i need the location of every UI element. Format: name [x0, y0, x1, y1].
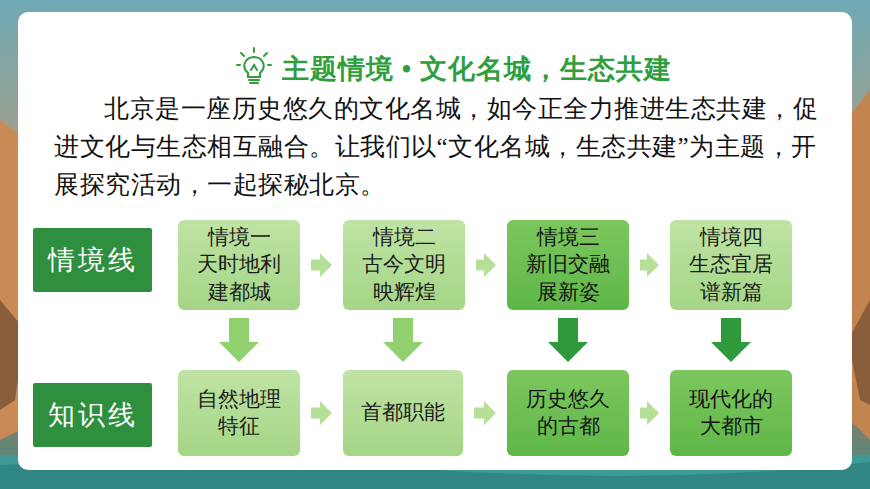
row-label: 情境线 [33, 228, 152, 292]
block-arrow [640, 401, 659, 425]
intro-paragraph: 北京是一座历史悠久的文化名城，如今正全力推进生态共建，促进文化与生态相互融合。让… [54, 90, 834, 204]
block-arrow [474, 401, 496, 425]
scenario-box: 情境一天时地利 建都城 [178, 220, 300, 310]
scenario-box: 情境二古今文明 映辉煌 [343, 220, 465, 310]
box-text: 天时地利 建都城 [184, 251, 294, 306]
lightbulb-icon [236, 46, 272, 86]
box-text: 知识线 [48, 397, 138, 433]
box-text: 历史悠久 的古都 [513, 386, 623, 441]
block-arrow [640, 253, 659, 277]
box-text: 生态宜居 谱新篇 [676, 251, 786, 306]
block-arrow [383, 318, 423, 362]
box-text: 现代化的 大都市 [676, 386, 786, 441]
box-text: 古今文明 映辉煌 [349, 251, 459, 306]
box-text: 情境二 [373, 224, 436, 251]
box-text: 情境四 [700, 224, 763, 251]
block-arrow [476, 253, 496, 277]
block-arrow [311, 401, 332, 425]
box-text: 情境线 [48, 242, 138, 278]
box-text: 情境三 [537, 224, 600, 251]
box-text: 情境一 [208, 224, 271, 251]
box-text: 新旧交融 展新姿 [513, 251, 623, 306]
block-arrow [711, 318, 751, 362]
row-label: 知识线 [33, 383, 152, 447]
knowledge-box: 首都职能 [343, 370, 463, 456]
box-text: 自然地理 特征 [184, 386, 294, 441]
block-arrow [219, 318, 259, 362]
block-arrow [548, 318, 588, 362]
slide-title: 主题情境 • 文化名城，生态共建 [282, 52, 672, 86]
box-text: 首都职能 [361, 399, 445, 426]
knowledge-box: 现代化的 大都市 [670, 370, 792, 456]
knowledge-box: 历史悠久 的古都 [507, 370, 629, 456]
knowledge-box: 自然地理 特征 [178, 370, 300, 456]
block-arrow [311, 253, 332, 277]
scenario-box: 情境三新旧交融 展新姿 [507, 220, 629, 310]
scenario-box: 情境四生态宜居 谱新篇 [670, 220, 792, 310]
